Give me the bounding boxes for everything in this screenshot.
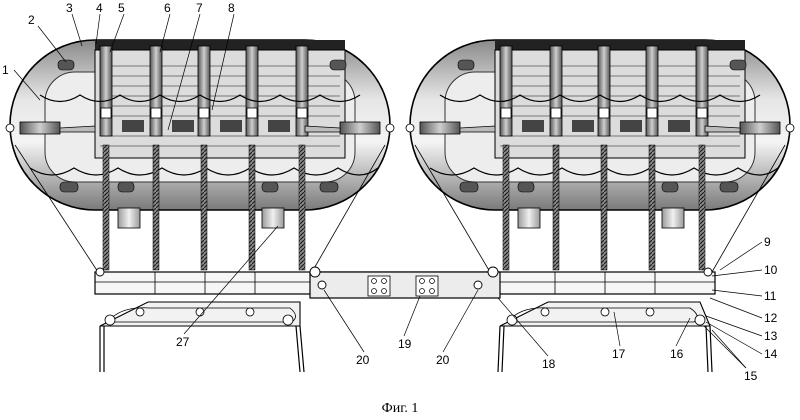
callout-18: 18	[542, 357, 556, 371]
callout-2: 2	[28, 13, 35, 27]
callout-19: 19	[398, 337, 412, 351]
callout-17: 17	[612, 347, 626, 361]
callout-9: 9	[764, 235, 771, 249]
callout-12: 12	[764, 311, 778, 325]
callout-7: 7	[196, 1, 203, 15]
callout-20-left: 20	[356, 353, 370, 367]
callout-27: 27	[176, 335, 190, 349]
callout-4: 4	[96, 1, 103, 15]
callout-10: 10	[764, 263, 778, 277]
callout-16: 16	[670, 347, 684, 361]
callout-11: 11	[764, 289, 777, 303]
callout-6: 6	[164, 1, 171, 15]
callout-13: 13	[764, 329, 778, 343]
callout-1: 1	[2, 63, 9, 77]
callout-3: 3	[66, 1, 73, 15]
figure-caption: Фиг. 1	[382, 401, 419, 416]
callout-14: 14	[764, 347, 778, 361]
callout-15: 15	[744, 369, 758, 383]
callout-8: 8	[228, 1, 235, 15]
callout-5: 5	[118, 1, 125, 15]
callout-20-right: 20	[436, 353, 450, 367]
